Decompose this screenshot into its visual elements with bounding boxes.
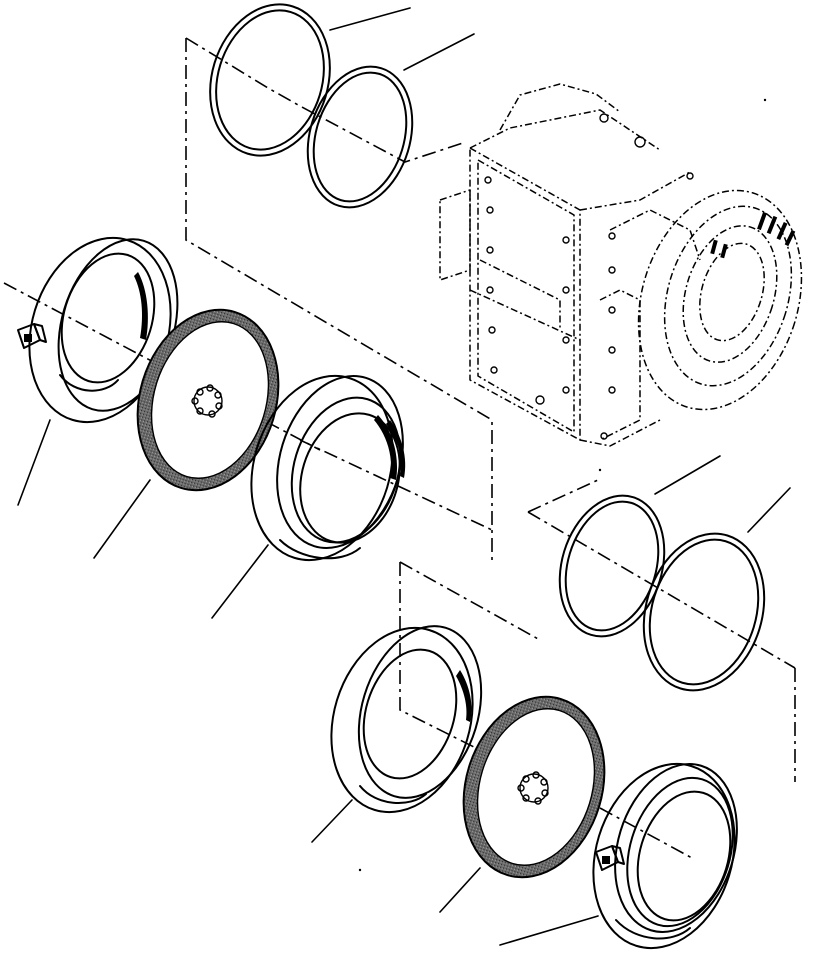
lower-assembly-centerline: [399, 479, 796, 859]
o-ring-upper-1: [209, 3, 331, 157]
friction-disc-lower: [462, 695, 606, 879]
spline-bore-icon-lower: [517, 771, 549, 805]
piston-lower: [330, 625, 483, 814]
o-ring-upper-2: [306, 65, 414, 209]
spline-bore-icon: [191, 384, 223, 418]
axle-housing: [439, 83, 803, 447]
bolt-holes: [484, 113, 694, 440]
bell-spline-marks: [710, 211, 796, 259]
o-ring-lower-1: [558, 494, 666, 638]
bleeder-tab-icon: [17, 323, 47, 349]
friction-disc-upper: [136, 308, 280, 492]
bleeder-tab-icon-lower: [595, 845, 625, 871]
leader-lines: [17, 7, 791, 946]
o-ring-lower-2: [642, 532, 766, 692]
brake-housing-lower: [592, 762, 738, 950]
piston-upper: [250, 374, 406, 562]
upper-assembly-centerline: [3, 37, 493, 560]
